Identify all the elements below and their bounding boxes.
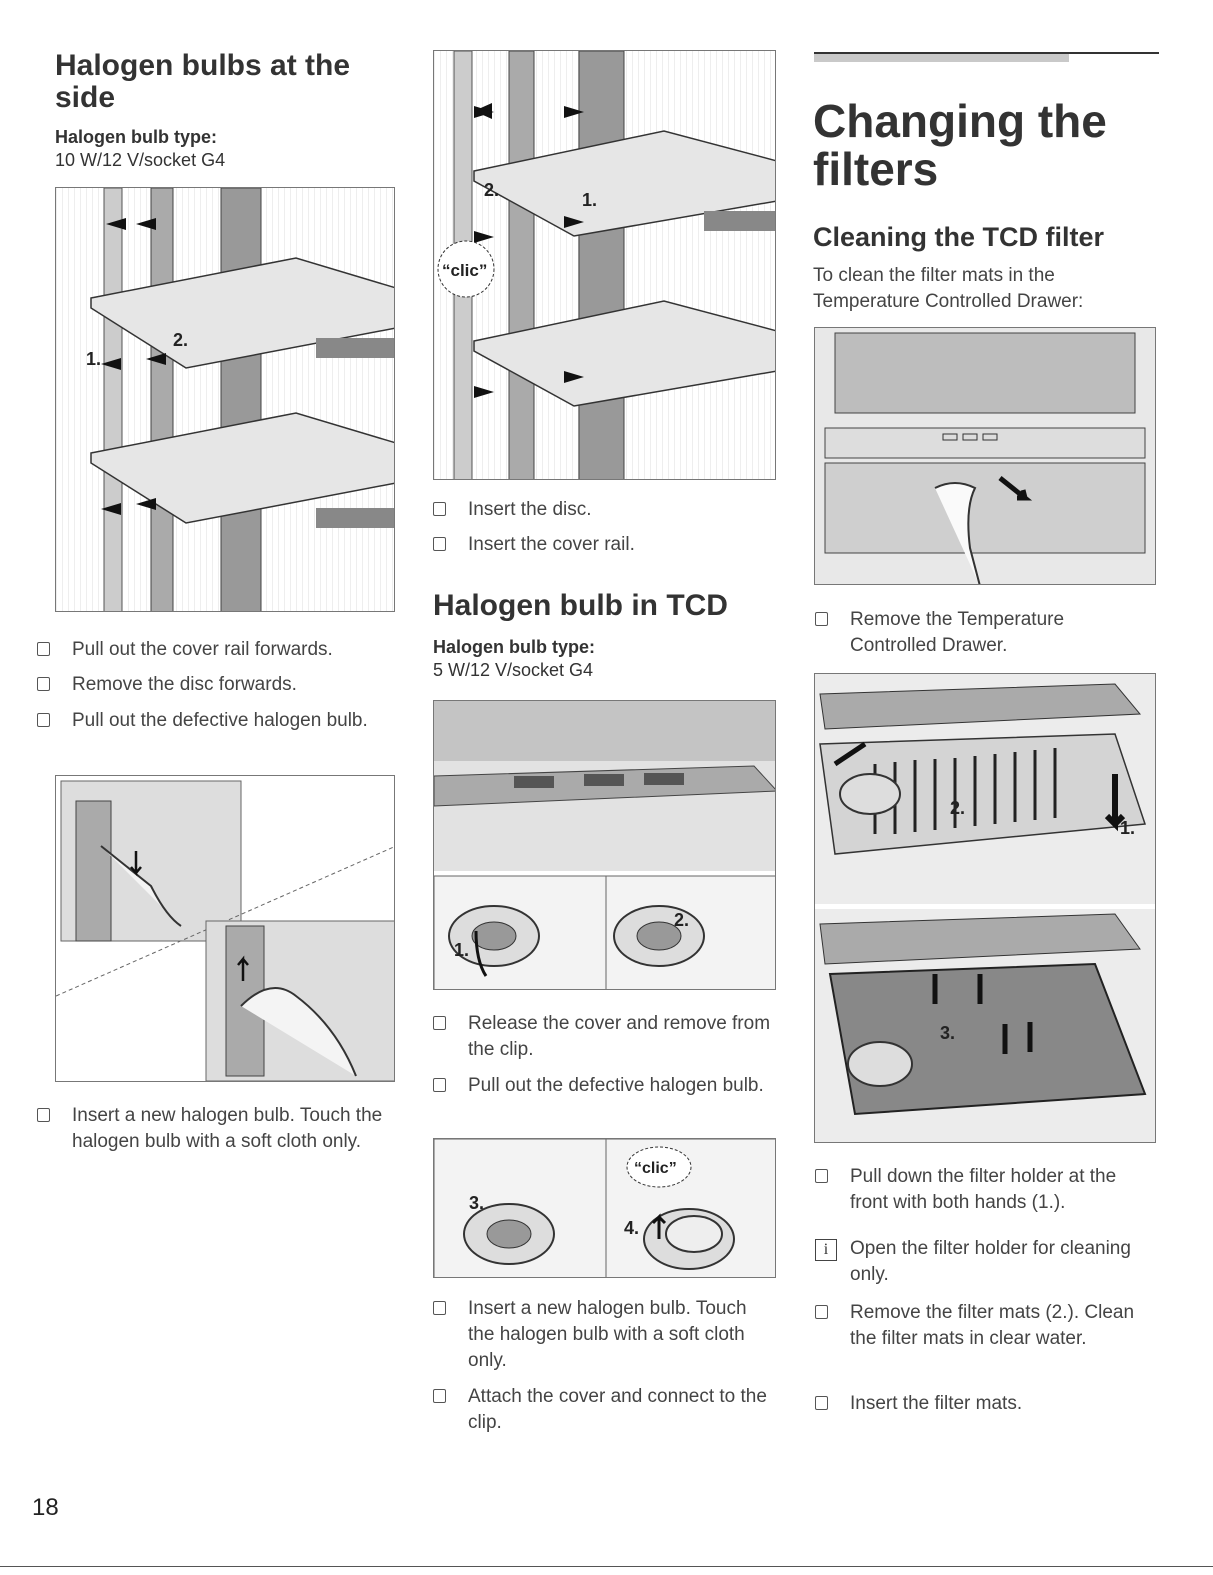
checkbox-icon (815, 1305, 828, 1319)
figure-side-bulb-rail: 1. 2. (55, 187, 395, 612)
step-insert-filter-mats: Insert the filter mats. (815, 1391, 1145, 1417)
figure-label-1: 1. (1120, 818, 1135, 838)
checkbox-icon (37, 642, 50, 656)
figure-label-4: 4. (624, 1218, 639, 1238)
step-insert-new-tcd-bulb: Insert a new halogen bulb. Touch the hal… (433, 1296, 763, 1374)
figure-label-1: 1. (86, 349, 101, 369)
figure-label-1: 1. (582, 190, 597, 210)
checkbox-icon (433, 1301, 446, 1315)
step-insert-disc: Insert the disc. (433, 497, 773, 523)
info-note: i Open the filter holder for cleaning on… (815, 1236, 1145, 1288)
figure-tcd-cover: 1. 2. (433, 700, 776, 990)
checkbox-icon (433, 537, 446, 551)
checkbox-icon (433, 1078, 446, 1092)
step-remove-filter-mats: Remove the filter mats (2.). Clean the f… (815, 1300, 1145, 1352)
step-pull-out-bulb: Pull out the defective halogen bulb. (37, 708, 387, 734)
bulb-type-label: Halogen bulb type: (55, 127, 217, 147)
section-title-halogen-tcd: Halogen bulb in TCD (433, 589, 728, 622)
step-insert-new-bulb: Insert a new halogen bulb. Touch the hal… (37, 1103, 392, 1155)
step-pull-down-filter-holder: Pull down the filter holder at the front… (815, 1164, 1155, 1216)
figure-remove-drawer (814, 327, 1156, 585)
figure-label-2: 2. (674, 910, 689, 930)
figure-bulb-replacement (55, 775, 395, 1082)
chapter-title: Changing the filters (813, 95, 1107, 195)
tcd-bulb-type-value: 5 W/12 V/socket G4 (433, 660, 594, 680)
figure-filter-holder: 2. 1. 3. (814, 673, 1156, 1143)
figure-tcd-reattach: 3. 4. “clic” (433, 1138, 776, 1278)
section-title-tcd-filter: Cleaning the TCD filter (813, 222, 1105, 252)
footer-rule (0, 1566, 1213, 1567)
info-icon: i (815, 1239, 837, 1261)
intro-text: To clean the filter mats in the Temperat… (813, 265, 1084, 312)
page-number: 18 (32, 1494, 59, 1521)
checkbox-icon (815, 612, 828, 626)
checkbox-icon (815, 1396, 828, 1410)
checkbox-icon (37, 1108, 50, 1122)
clic-label: “clic” (634, 1160, 677, 1177)
step-remove-disc: Remove the disc forwards. (37, 672, 397, 698)
step-insert-cover-rail: Insert the cover rail. (433, 532, 773, 558)
checkbox-icon (433, 1016, 446, 1030)
step-pull-out-tcd-bulb: Pull out the defective halogen bulb. (433, 1073, 773, 1099)
figure-label-1: 1. (454, 940, 469, 960)
figure-label-2: 2. (950, 798, 965, 818)
figure-label-3: 3. (940, 1023, 955, 1043)
figure-label-2: 2. (173, 330, 188, 350)
checkbox-icon (37, 677, 50, 691)
header-rule (814, 52, 1159, 54)
step-release-cover: Release the cover and remove from the cl… (433, 1011, 773, 1063)
checkbox-icon (37, 713, 50, 727)
section-title-halogen-side: Halogen bulbs at the side (55, 49, 351, 114)
checkbox-icon (815, 1169, 828, 1183)
step-attach-cover: Attach the cover and connect to the clip… (433, 1384, 773, 1436)
clic-label: “clic” (442, 261, 487, 280)
figure-insert-disc-rail: 2. 1. “clic” (433, 50, 776, 480)
header-rule-shade (814, 54, 1069, 62)
figure-label-2: 2. (484, 180, 499, 200)
step-pull-out-cover-rail: Pull out the cover rail forwards. (37, 637, 397, 663)
step-remove-drawer: Remove the Temperature Controlled Drawer… (815, 607, 1145, 659)
checkbox-icon (433, 502, 446, 516)
tcd-bulb-type-label: Halogen bulb type: (433, 637, 595, 657)
figure-label-3: 3. (469, 1193, 484, 1213)
bulb-type-value: 10 W/12 V/socket G4 (55, 150, 226, 170)
checkbox-icon (433, 1389, 446, 1403)
